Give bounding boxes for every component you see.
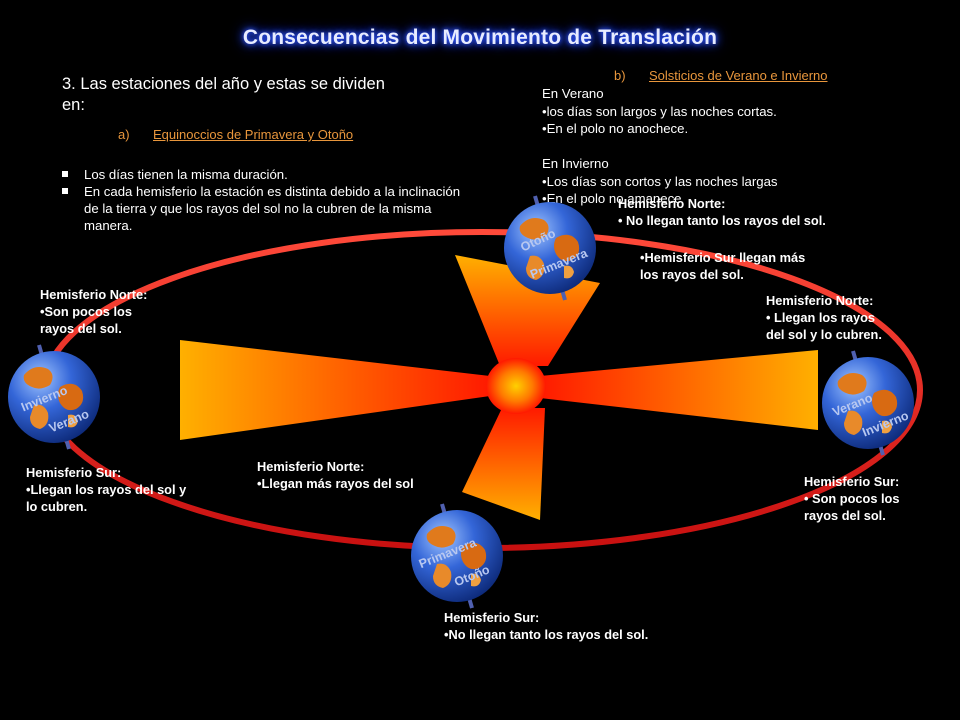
caption-line: •Hemisferio Sur llegan más [640,250,806,265]
solstice-line: En Invierno [542,156,609,171]
globe-left: Invierno Verano [8,344,100,450]
caption-line: lo cubren. [26,499,88,514]
beam-bottom [462,408,545,520]
caption-top-south: •Hemisferio Sur llegan más los rayos del… [640,249,805,283]
equinox-marker: a) [118,127,130,142]
beam-left [180,340,490,440]
caption-line: • Son pocos los [804,491,900,506]
caption-line: Hemisferio Norte: [40,287,148,302]
slide-title: Consecuencias del Movimiento de Translac… [242,26,718,49]
caption-left-north: Hemisferio Norte: •Son pocos los rayos d… [40,286,147,337]
equinox-heading[interactable]: a) Equinoccios de Primavera y Otoño [118,127,353,142]
solstice-text: En Verano •los días son largos y las noc… [542,85,922,208]
intro-text: 3. Las estaciones del año y estas se div… [62,75,385,114]
caption-line: •Llegan los rayos del sol y [26,482,187,497]
list-item: Los días tienen la misma duración. [62,166,472,183]
solstice-heading[interactable]: b) Solsticios de Verano e Invierno [614,68,828,83]
solstice-line: •Los días son cortos y las noches largas [542,173,778,189]
globe-top: Otoño Primavera [504,195,596,301]
sun [486,358,546,414]
caption-line: •Son pocos los [40,304,132,319]
caption-line: Hemisferio Sur: [804,474,900,489]
caption-line: los rayos del sol. [640,267,744,282]
solstice-line: •En el polo no amanece [542,191,682,206]
caption-line: • Llegan los rayos [766,310,876,325]
caption-line: •Llegan más rayos del sol [257,476,414,491]
beam-right [540,350,818,430]
equinox-label: Equinoccios de Primavera y Otoño [153,127,354,142]
caption-line: Hemisferio Sur: [444,610,540,625]
caption-line: •No llegan tanto los rayos del sol. [444,627,649,642]
caption-right-south: Hemisferio Sur: • Son pocos los rayos de… [804,473,900,524]
list-item: En cada hemisferio la estación es distin… [62,183,472,234]
solstice-marker: b) [614,68,626,83]
caption-line: rayos del sol. [804,508,886,523]
caption-line: Hemisferio Norte: [257,459,365,474]
solstice-line: •En el polo no anochece. [542,121,689,136]
caption-bottom-south: Hemisferio Sur: •No llegan tanto los ray… [444,609,648,643]
caption-left-south: Hemisferio Sur: •Llegan los rayos del so… [26,464,186,515]
caption-line: Hemisferio Norte: [618,196,726,211]
caption-line: Hemisferio Norte: [766,293,874,308]
solstice-label: Solsticios de Verano e Invierno [649,68,828,83]
caption-line: • No llegan tanto los rayos del sol. [618,213,826,228]
globe-bottom: Primavera Otoño [411,503,503,609]
caption-bottom-north: Hemisferio Norte: •Llegan más rayos del … [257,458,414,492]
solstice-line: •los días son largos y las noches cortas… [542,103,777,119]
equinox-list: Los días tienen la misma duración. En ca… [62,166,472,234]
caption-top-north: Hemisferio Norte: • No llegan tanto los … [618,195,826,229]
caption-line: rayos del sol. [40,321,122,336]
caption-right-north: Hemisferio Norte: • Llegan los rayos del… [766,292,882,343]
solstice-line: En Verano [542,86,604,101]
caption-line: del sol y lo cubren. [766,327,882,342]
caption-line: Hemisferio Sur: [26,465,122,480]
